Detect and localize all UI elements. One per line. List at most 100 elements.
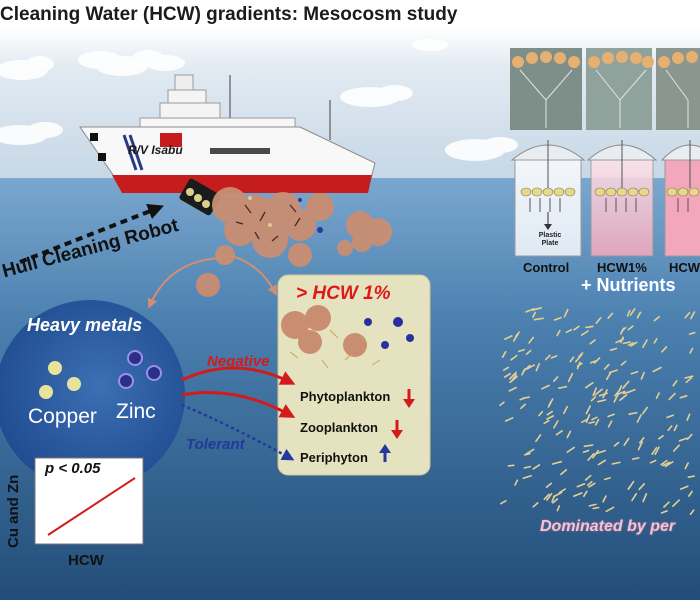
periphyton-needle	[597, 399, 607, 403]
periphyton-needle	[607, 413, 615, 418]
trend-up-icon-periphyton	[379, 444, 391, 462]
periphyton-needle	[525, 307, 535, 313]
periphyton-needle	[501, 350, 507, 359]
periphyton-needle	[589, 359, 598, 364]
periphyton-needle	[649, 459, 657, 464]
periphyton-needle	[499, 499, 507, 505]
periphyton-needle	[588, 482, 596, 488]
periphyton-needle	[551, 460, 563, 465]
periphyton-needle	[629, 308, 636, 316]
periphyton-needle	[602, 495, 607, 503]
research-vessel	[79, 74, 376, 193]
periphyton-needle	[687, 490, 693, 497]
mesocosm-tanks	[510, 140, 700, 257]
periphyton-needle	[613, 393, 620, 403]
periphyton-needle	[585, 413, 591, 424]
hull-cleaning-robot	[179, 178, 221, 216]
periphyton-needle	[544, 354, 551, 361]
periphyton-needle	[672, 499, 681, 508]
dominated-label: Dominated by per	[540, 518, 676, 535]
periphyton-needle	[553, 316, 562, 321]
periphyton-needle	[590, 395, 597, 402]
periphyton-needle	[580, 418, 589, 424]
periphyton-needle	[510, 354, 518, 361]
periphyton-needle	[546, 492, 553, 501]
periphyton-needle	[566, 446, 576, 453]
periphyton-needle	[528, 336, 535, 344]
hcw-box-particles	[281, 305, 414, 369]
periphyton-needle	[566, 430, 572, 439]
periphyton-needle	[664, 460, 674, 468]
periphyton-needle	[597, 459, 607, 466]
periphyton-needle	[689, 347, 694, 354]
periphyton-needle	[532, 502, 539, 508]
periphyton-needle	[543, 419, 550, 425]
periphyton-needle	[630, 370, 639, 375]
inset-y-label: Cu and Zn	[5, 474, 22, 548]
periphyton-needle	[569, 356, 575, 363]
tank-label-control: Control	[523, 260, 570, 275]
inset-significance: p < 0.05	[45, 460, 101, 477]
periphyton-needle	[638, 482, 646, 491]
periphyton-needle	[585, 325, 594, 329]
periphyton-needle	[662, 461, 671, 467]
periphyton-needles	[499, 306, 696, 516]
periphyton-needle	[619, 394, 628, 402]
zinc-particles	[118, 350, 162, 389]
periphyton-needle	[607, 420, 613, 428]
tank-label-hcw: HCW	[669, 260, 700, 275]
arrow-phytoplankton	[181, 366, 296, 385]
periphyton-needle	[504, 416, 514, 422]
periphyton-needle	[507, 464, 515, 467]
periphyton-needle	[584, 381, 594, 389]
periphyton-needle	[523, 465, 532, 469]
periphyton-needle	[603, 477, 611, 481]
hcw-box	[277, 274, 431, 476]
periphyton-needle	[589, 339, 596, 345]
periphyton-needle	[591, 416, 598, 421]
periphyton-needle	[533, 317, 544, 321]
periphyton-needle	[684, 462, 690, 470]
periphyton-needle	[503, 372, 512, 378]
periphyton-needle	[532, 311, 537, 318]
periphyton-needle	[545, 482, 553, 489]
periphyton-needle	[587, 452, 595, 462]
periphyton-needle	[663, 501, 670, 508]
periphyton-needle	[608, 369, 618, 374]
periphyton-needle	[580, 330, 589, 336]
hcw-box-title: > HCW 1%	[296, 283, 391, 304]
periphyton-needle	[679, 485, 689, 490]
periphyton-needle	[627, 325, 634, 331]
periphyton-needle	[574, 354, 583, 363]
periphyton-needle	[605, 506, 615, 513]
periphyton-needle	[584, 474, 592, 481]
periphyton-needle	[668, 392, 676, 401]
periphyton-needle	[652, 366, 662, 373]
periphyton-needle	[588, 421, 596, 424]
periphyton-needle	[550, 355, 558, 359]
periphyton-needle	[660, 459, 668, 466]
periphyton-needle	[512, 333, 518, 342]
copper-particles	[39, 361, 81, 399]
plastic-plate-label: Plastic Plate	[538, 232, 562, 247]
periphyton-needle	[636, 311, 642, 319]
periphyton-needle	[556, 505, 561, 512]
periphyton-needle	[547, 401, 552, 408]
periphyton-needle	[686, 433, 693, 441]
periphyton-needle	[622, 341, 632, 345]
periphyton-needle	[593, 357, 601, 364]
periphyton-needle	[651, 446, 658, 456]
periphyton-needle	[576, 482, 586, 488]
periphyton-needle	[641, 406, 649, 415]
zinc-label: Zinc	[116, 400, 156, 423]
periphyton-needle	[684, 375, 694, 379]
trend-down-icon-phytoplankton	[403, 389, 415, 408]
periphyton-needle	[685, 376, 693, 384]
periphyton-needle	[592, 506, 600, 510]
periphyton-needle	[690, 311, 696, 320]
periphyton-needle	[525, 448, 535, 455]
periphyton-needle	[653, 315, 661, 322]
inset-trend-line	[47, 477, 136, 536]
periphyton-needle	[502, 366, 510, 371]
periphyton-needle	[535, 434, 542, 443]
